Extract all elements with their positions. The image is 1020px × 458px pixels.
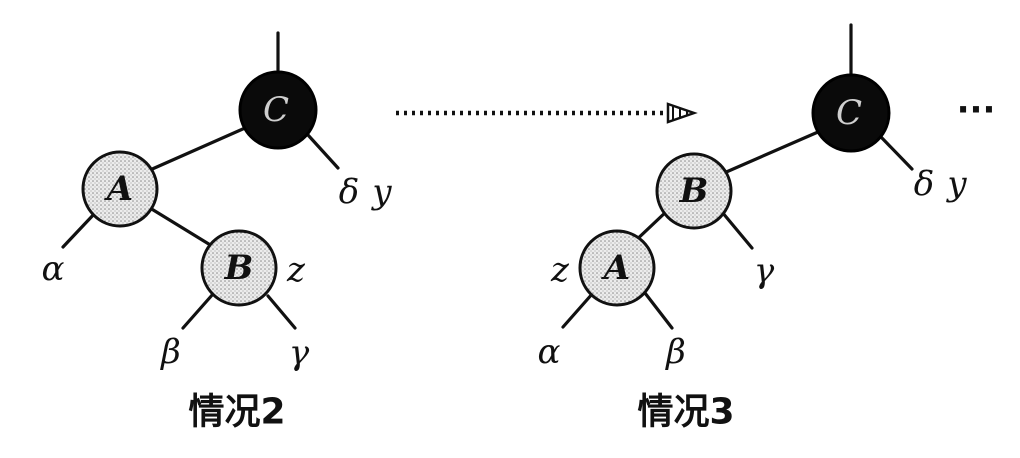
transition-arrow <box>396 102 698 124</box>
label-alpha: α <box>538 332 561 372</box>
node-b <box>200 229 278 307</box>
label-beta: β <box>159 332 181 372</box>
edge-c-delta <box>306 133 340 170</box>
label-beta: β <box>664 332 686 372</box>
trailing-ellipsis: ··· <box>957 90 996 130</box>
tree-case-3: C B A δ y γ z α β 情况3 <box>538 23 967 433</box>
label-y: y <box>370 172 392 212</box>
node-a-label: A <box>104 169 133 209</box>
node-a <box>81 150 159 228</box>
edge-c-a <box>148 126 247 172</box>
label-delta: δ <box>914 164 934 204</box>
node-c <box>238 70 318 150</box>
node-a-label: A <box>601 248 630 288</box>
edge-a-b <box>148 206 214 248</box>
label-y: y <box>945 164 967 204</box>
node-a <box>578 229 656 307</box>
label-gamma: γ <box>289 333 310 373</box>
edge-b-gamma <box>720 210 754 250</box>
edge-b-gamma <box>266 294 297 330</box>
edge-a-beta <box>643 291 674 330</box>
caption-case-3: 情况3 <box>637 392 734 433</box>
label-gamma: γ <box>754 251 775 291</box>
label-alpha: α <box>42 249 65 289</box>
node-b <box>655 152 733 230</box>
label-delta: δ <box>339 172 359 212</box>
node-c-label: C <box>263 90 289 130</box>
label-z: z <box>286 250 306 290</box>
edge-a-alpha <box>561 291 595 329</box>
caption-case-2: 情况2 <box>188 392 285 433</box>
node-b-label: B <box>679 171 709 211</box>
node-b-label: B <box>224 248 254 288</box>
label-z: z <box>550 250 570 290</box>
node-c-label: C <box>836 93 862 133</box>
tree-case-2: C A B δ y α z β γ 情况2 <box>42 31 392 433</box>
edge-c-b <box>722 130 820 175</box>
edge-c-delta <box>879 135 914 171</box>
node-c <box>811 73 891 153</box>
edge-b-beta <box>181 292 215 330</box>
edge-a-alpha <box>61 210 98 249</box>
